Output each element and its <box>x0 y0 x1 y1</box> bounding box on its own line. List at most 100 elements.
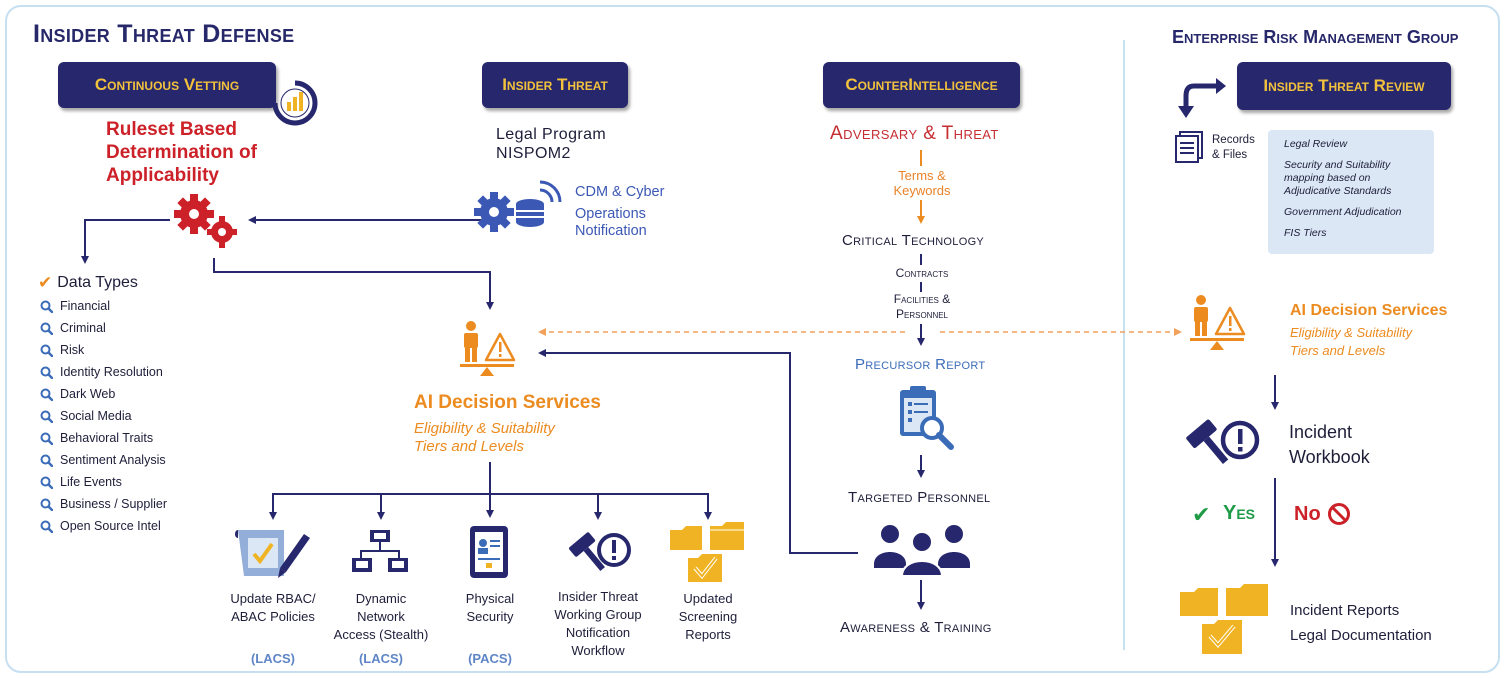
data-type-label: Business / Supplier <box>60 497 168 511</box>
search-icon <box>40 520 53 533</box>
search-icon <box>40 322 53 335</box>
data-type-item: Social Media <box>40 409 132 423</box>
data-type-item: Identity Resolution <box>40 365 163 379</box>
data-type-item: Dark Web <box>40 387 115 401</box>
continuous-vetting-button[interactable]: Continuous Vetting <box>58 62 276 108</box>
data-type-label: Behavioral Traits <box>60 431 154 445</box>
data-types-heading: ✔ Data Types <box>38 273 138 292</box>
insider-threat-button[interactable]: Insider Threat <box>482 62 628 108</box>
review-box: Legal Review Security and Suitability ma… <box>1268 130 1434 254</box>
search-icon <box>40 498 53 511</box>
ai-decision-title: AI Decision Services <box>414 392 601 413</box>
data-type-label: Sentiment Analysis <box>60 453 166 467</box>
checkmark-icon: ✔ <box>1192 502 1211 527</box>
access-tag: (LACS) <box>358 651 404 666</box>
data-type-item: Criminal <box>40 321 106 335</box>
data-type-label: Risk <box>60 343 85 357</box>
gavel-alert-icon <box>1186 419 1260 465</box>
data-type-item: Sentiment Analysis <box>40 453 166 467</box>
erm-title: Enterprise Risk Management Group <box>1172 27 1459 47</box>
personnel-to-ai-arrow <box>538 349 858 554</box>
data-type-item: Open Source Intel <box>40 519 161 533</box>
data-type-label: Open Source Intel <box>60 519 161 533</box>
folders-check-icon <box>1180 584 1268 654</box>
data-type-label: Life Events <box>60 475 122 489</box>
data-type-item: Risk <box>40 343 84 357</box>
documents-icon <box>1175 131 1203 163</box>
data-type-label: Dark Web <box>60 387 116 401</box>
review-item: Security and Suitability mapping based o… <box>1284 159 1392 197</box>
data-type-item: Behavioral Traits <box>40 431 153 445</box>
outputs-bus <box>272 493 709 516</box>
counterintelligence-button[interactable]: CounterIntelligence <box>823 62 1020 108</box>
people-group-icon <box>874 525 970 577</box>
page-title: Insider Threat Defense <box>33 20 295 48</box>
search-icon <box>40 300 53 313</box>
no-label: No <box>1294 502 1321 525</box>
person-warning-scale-icon <box>1190 295 1246 350</box>
no-block: No <box>1294 502 1351 526</box>
person-warning-scale-icon <box>460 321 516 376</box>
clipboard-search-icon <box>900 386 954 450</box>
insider-threat-review-button[interactable]: Insider Threat Review <box>1237 62 1451 110</box>
review-item: Government Adjudication <box>1284 206 1402 218</box>
records-files: Records& Files <box>1212 134 1255 161</box>
erm-ai-title: AI Decision Services <box>1290 302 1448 319</box>
cyber-database-icon <box>474 180 562 232</box>
search-icon <box>40 432 53 445</box>
data-type-item: Life Events <box>40 475 122 489</box>
search-icon <box>40 454 53 467</box>
search-icon <box>40 344 53 357</box>
search-icon <box>40 410 53 423</box>
return-arrow-icon <box>1178 78 1226 118</box>
access-tag: (LACS) <box>250 651 296 666</box>
no-icon <box>1327 503 1350 525</box>
gavel-alert-icon <box>569 532 631 571</box>
search-icon <box>40 388 53 401</box>
search-icon <box>40 366 53 379</box>
network-icon <box>352 530 408 572</box>
awareness-training: Awareness & Training <box>840 619 992 636</box>
facilities-personnel: Facilities &Personnel <box>893 292 951 321</box>
checkmark-icon: ✔ <box>38 273 53 292</box>
gears-to-ai-arrow <box>213 258 494 310</box>
update-rbac-label: Update RBAC/ABAC Policies <box>230 591 316 624</box>
yes-label: Yes <box>1223 502 1256 524</box>
gears-to-datatypes-arrow <box>81 219 170 264</box>
gears-icon <box>174 194 237 248</box>
search-icon <box>40 476 53 489</box>
ai-decision-block: AI Decision Services Eligibility & Suita… <box>414 392 601 456</box>
data-type-item: Business / Supplier <box>40 497 167 511</box>
badge-icon <box>470 526 508 578</box>
erm-ai-decision-block: AI Decision Services Eligibility & Suita… <box>1290 302 1447 360</box>
data-type-label: Identity Resolution <box>60 365 163 379</box>
terms-keywords: Terms &Keywords <box>893 168 951 198</box>
folders-check-icon <box>670 522 744 582</box>
targeted-personnel: Targeted Personnel <box>848 489 991 506</box>
access-tag: (PACS) <box>468 651 512 666</box>
data-type-label: Social Media <box>60 409 132 423</box>
chart-cycle-icon <box>272 80 318 126</box>
adversary-threat: Adversary & Threat <box>830 123 999 144</box>
review-item: FIS Tiers <box>1284 227 1327 239</box>
data-type-label: Criminal <box>60 321 106 335</box>
policy-pen-icon <box>235 530 310 578</box>
precursor-report: Precursor Report <box>855 356 986 373</box>
data-type-label: Financial <box>60 299 111 313</box>
review-item: Legal Review <box>1284 138 1348 150</box>
data-type-item: Financial <box>40 299 110 313</box>
critical-technology: Critical Technology <box>842 232 985 249</box>
contracts-label: Contracts <box>895 266 949 280</box>
